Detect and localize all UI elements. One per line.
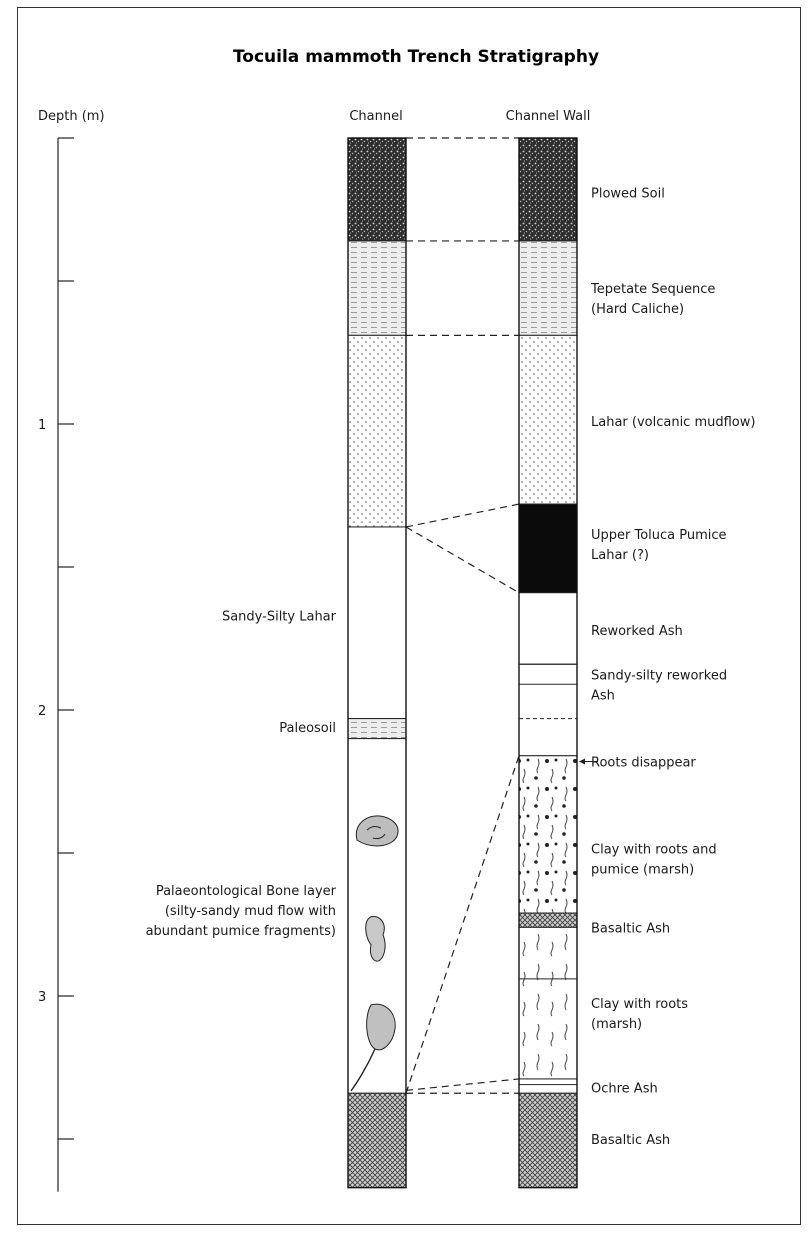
- skull-detail: [366, 826, 386, 840]
- wall-layer-clay-roots-pumice: [518, 755, 578, 914]
- diagram-title: Tocuila mammoth Trench Stratigraphy: [233, 47, 599, 67]
- wall-layer-label: Roots disappear: [591, 755, 696, 770]
- wall-layer-reworked-ash: [518, 592, 578, 665]
- channel-layer-label: abundant pumice fragments): [146, 924, 336, 939]
- channel-layer-label: Paleosoil: [279, 721, 336, 736]
- wall-outline: [518, 137, 578, 1189]
- channel-layer-paleosoil: [347, 718, 407, 740]
- channel-layer-sandy-silty-lahar: [347, 526, 407, 720]
- wall-layer-label: (marsh): [591, 1017, 642, 1032]
- bone-shape: [365, 916, 386, 962]
- wall-layer-label: Tepetate Sequence: [590, 282, 715, 297]
- wall-layer-label: Basaltic Ash: [591, 921, 670, 936]
- column-header-channel: Channel: [349, 109, 402, 124]
- depth-tick-label: 2: [38, 704, 46, 719]
- diagram-frame: [17, 7, 801, 1225]
- wall-layer-label: Basaltic Ash: [591, 1133, 670, 1148]
- depth-axis-label: Depth (m): [38, 109, 105, 124]
- mammoth-tusk-bone-icon: [350, 1003, 396, 1092]
- wall-layer-sandy-silty-reworked-ash: [518, 663, 578, 757]
- column-header-channel-wall: Channel Wall: [506, 109, 591, 124]
- wall-layer-label: Sandy-silty reworked: [591, 668, 727, 683]
- wall-layer-label: Ochre Ash: [591, 1082, 658, 1097]
- channel-layer-tepetate: [347, 240, 407, 336]
- channel-layer-lahar: [347, 334, 407, 528]
- wall-layer-label: Plowed Soil: [591, 186, 665, 201]
- wall-layer-plowed-soil: [518, 137, 578, 242]
- wall-layer-basaltic-ash-upper: [518, 912, 578, 928]
- channel-wall-column: [518, 137, 578, 1189]
- correlation-line: [405, 1078, 520, 1091]
- correlation-line: [405, 526, 520, 594]
- channel-outline: [347, 137, 407, 1189]
- wall-layer-label: pumice (marsh): [591, 863, 694, 878]
- wall-layer-lahar: [518, 334, 578, 505]
- wall-layer-upper-toluca-pumice: [518, 503, 578, 594]
- wall-layer-label: Clay with roots and: [591, 843, 717, 858]
- tusk-bone-shape: [366, 1003, 396, 1051]
- wall-layer-label: Upper Toluca Pumice: [591, 528, 727, 543]
- mammoth-bone-icon: [365, 916, 386, 962]
- wall-layer-label: Ash: [591, 688, 615, 703]
- channel-layer-basaltic-ash: [347, 1092, 407, 1189]
- channel-layer-label: (silty-sandy mud flow with: [165, 904, 336, 919]
- wall-layer-label: Reworked Ash: [591, 624, 683, 639]
- depth-tick-label: 3: [38, 990, 46, 1005]
- wall-layer-label: (Hard Caliche): [591, 302, 684, 317]
- wall-layer-label: Clay with roots: [591, 997, 688, 1012]
- tusk-curve: [350, 1048, 376, 1092]
- correlation-line: [405, 503, 520, 528]
- wall-layer-label: Lahar (volcanic mudflow): [591, 415, 755, 430]
- depth-tick-label: 1: [38, 418, 46, 433]
- skull-shape: [355, 815, 399, 847]
- channel-column: [347, 137, 407, 1189]
- channel-layer-label: Sandy-Silty Lahar: [222, 610, 337, 625]
- fossil-illustrations: [350, 815, 399, 1092]
- wall-layer-label: Lahar (?): [591, 548, 649, 563]
- layer-labels: Sandy-Silty LaharPaleosoilPalaeontologic…: [146, 186, 756, 1148]
- wall-layer-clay-roots: [518, 926, 578, 1080]
- wall-layer-tepetate: [518, 240, 578, 336]
- channel-layer-label: Palaeontological Bone layer: [156, 884, 337, 899]
- correlation-line: [405, 755, 520, 1094]
- mammoth-skull-icon: [355, 815, 399, 847]
- wall-layer-ochre-ash: [518, 1078, 578, 1094]
- channel-layer-plowed-soil: [347, 137, 407, 242]
- roots-arrow-head: [579, 758, 585, 765]
- depth-axis: 1 2 3: [38, 137, 74, 1192]
- correlation-lines: [405, 137, 520, 1094]
- wall-layer-basaltic-ash-lower: [518, 1092, 578, 1189]
